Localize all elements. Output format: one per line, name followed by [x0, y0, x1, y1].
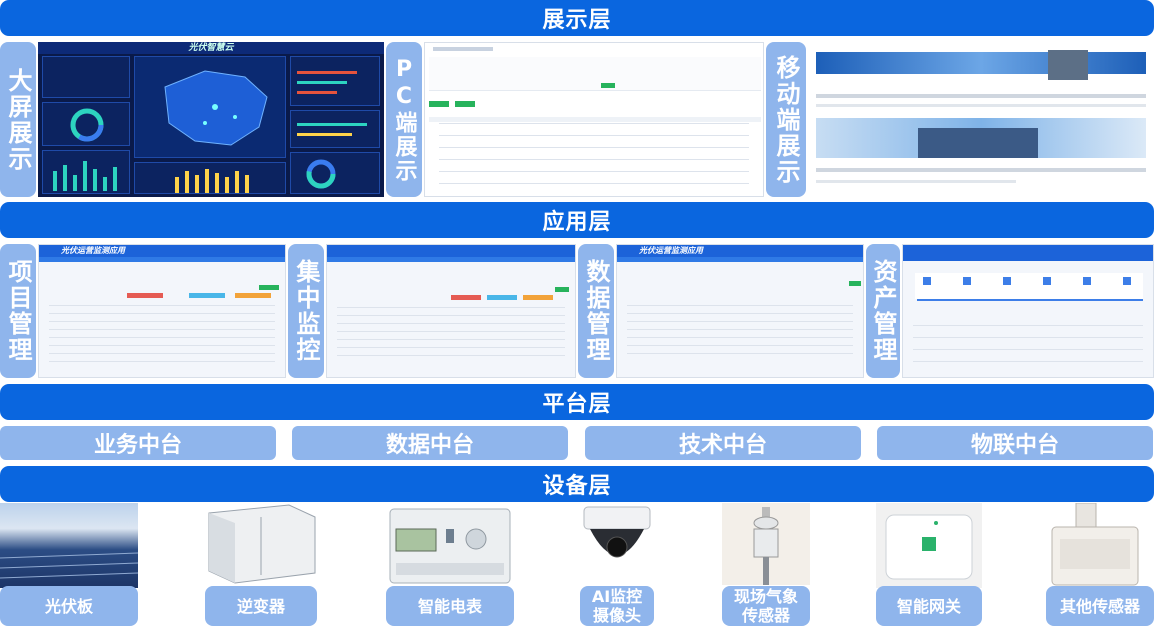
application-layer-bar: 应用层 [0, 202, 1154, 238]
data-management-label: 数据管理 [578, 244, 614, 378]
project-app-title: 光伏运营监测应用 [39, 245, 285, 257]
asset-app-screenshot [902, 244, 1154, 378]
device-label-weather: 现场气象 传感器 [722, 586, 810, 626]
mobile-screenshot [808, 42, 1154, 197]
business-middle-platform: 业务中台 [0, 426, 276, 460]
ai-camera-image [580, 503, 654, 585]
inverter-image [205, 503, 317, 588]
donut-chart-icon [70, 108, 104, 142]
device-label-inverter: 逆变器 [205, 586, 317, 626]
tech-middle-platform: 技术中台 [585, 426, 861, 460]
other-sensor-image [1046, 503, 1144, 588]
smart-gateway-image [876, 503, 982, 588]
big-screen-label: 大屏展示 [0, 42, 36, 197]
device-layer-bar: 设备层 [0, 466, 1154, 502]
iot-middle-platform: 物联中台 [877, 426, 1153, 460]
big-screen-dashboard-image: 光伏智慧云 [38, 42, 384, 197]
device-label-camera: AI监控 摄像头 [580, 586, 654, 626]
data-middle-platform: 数据中台 [292, 426, 568, 460]
device-label-meter: 智能电表 [386, 586, 514, 626]
pc-label: PC端展示 [386, 42, 422, 197]
weather-sensor-image [722, 503, 810, 585]
device-label-other: 其他传感器 [1046, 586, 1154, 626]
pc-app-screenshot [424, 42, 764, 197]
china-map-icon [164, 70, 268, 146]
mobile-label: 移动端展示 [766, 42, 806, 197]
smart-meter-image [386, 503, 514, 588]
presentation-layer-bar: 展示层 [0, 0, 1154, 36]
monitor-app-screenshot [326, 244, 576, 378]
monitor-label: 集中监控 [288, 244, 324, 378]
device-label-pv: 光伏板 [0, 586, 138, 626]
donut-chart-icon [306, 159, 336, 189]
bar-chart-icon [53, 161, 117, 191]
bar-chart-icon [175, 169, 249, 193]
data-app-title: 光伏运营监测应用 [617, 245, 863, 257]
device-label-gateway: 智能网关 [876, 586, 982, 626]
dashboard-title: 光伏智慧云 [38, 42, 384, 54]
platform-layer-bar: 平台层 [0, 384, 1154, 420]
pv-panel-image [0, 503, 138, 588]
data-app-screenshot: 光伏运营监测应用 [616, 244, 864, 378]
asset-label: 资产管理 [866, 244, 900, 378]
project-app-screenshot: 光伏运营监测应用 [38, 244, 286, 378]
project-label: 项目管理 [0, 244, 36, 378]
